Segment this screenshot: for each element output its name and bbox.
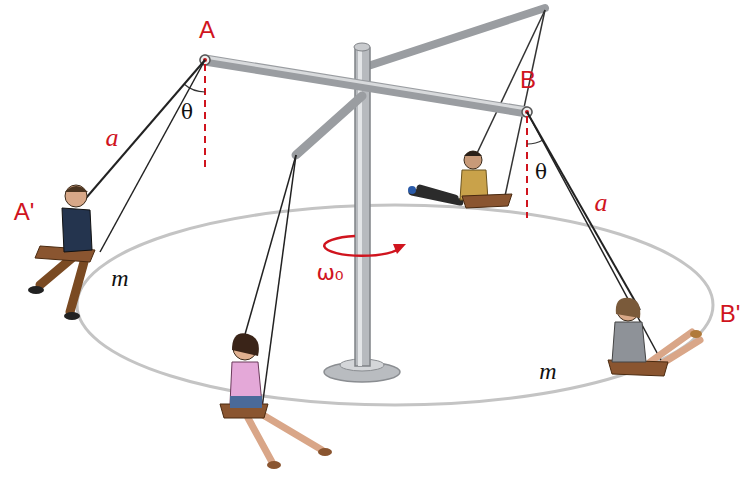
length-label: a xyxy=(106,125,119,151)
arrowhead xyxy=(393,244,406,254)
pole-cap xyxy=(354,43,370,51)
arm-highlight xyxy=(205,57,527,109)
rope xyxy=(470,10,545,168)
angle-label: θ xyxy=(535,162,547,182)
point-label: B' xyxy=(720,302,741,326)
mass-label: m xyxy=(539,359,556,383)
point-label: A xyxy=(199,18,215,42)
rope xyxy=(262,155,296,408)
rider-b-prime xyxy=(608,298,702,376)
point-label: A' xyxy=(14,200,35,224)
angular-velocity-label: ω₀ xyxy=(316,262,343,284)
vertical-reference xyxy=(526,116,528,218)
vertical-reference xyxy=(204,64,206,168)
mass-label: m xyxy=(111,266,128,290)
swing-path xyxy=(77,205,713,405)
rope xyxy=(80,60,205,205)
rope xyxy=(527,112,662,362)
back-arm xyxy=(362,8,545,68)
arm-ab xyxy=(205,60,527,112)
rotation-arrow xyxy=(324,236,400,256)
front-arm xyxy=(296,96,362,155)
rider-front xyxy=(220,333,332,469)
rope xyxy=(100,60,205,252)
angle-arc xyxy=(184,84,205,92)
rope xyxy=(527,112,640,310)
rider-back xyxy=(408,151,512,208)
rope xyxy=(242,155,296,345)
angle-label: θ xyxy=(181,102,193,122)
point-label: B xyxy=(520,68,536,92)
angle-arc xyxy=(527,140,543,144)
rider-a-prime xyxy=(28,185,95,320)
length-label: a xyxy=(595,190,608,216)
